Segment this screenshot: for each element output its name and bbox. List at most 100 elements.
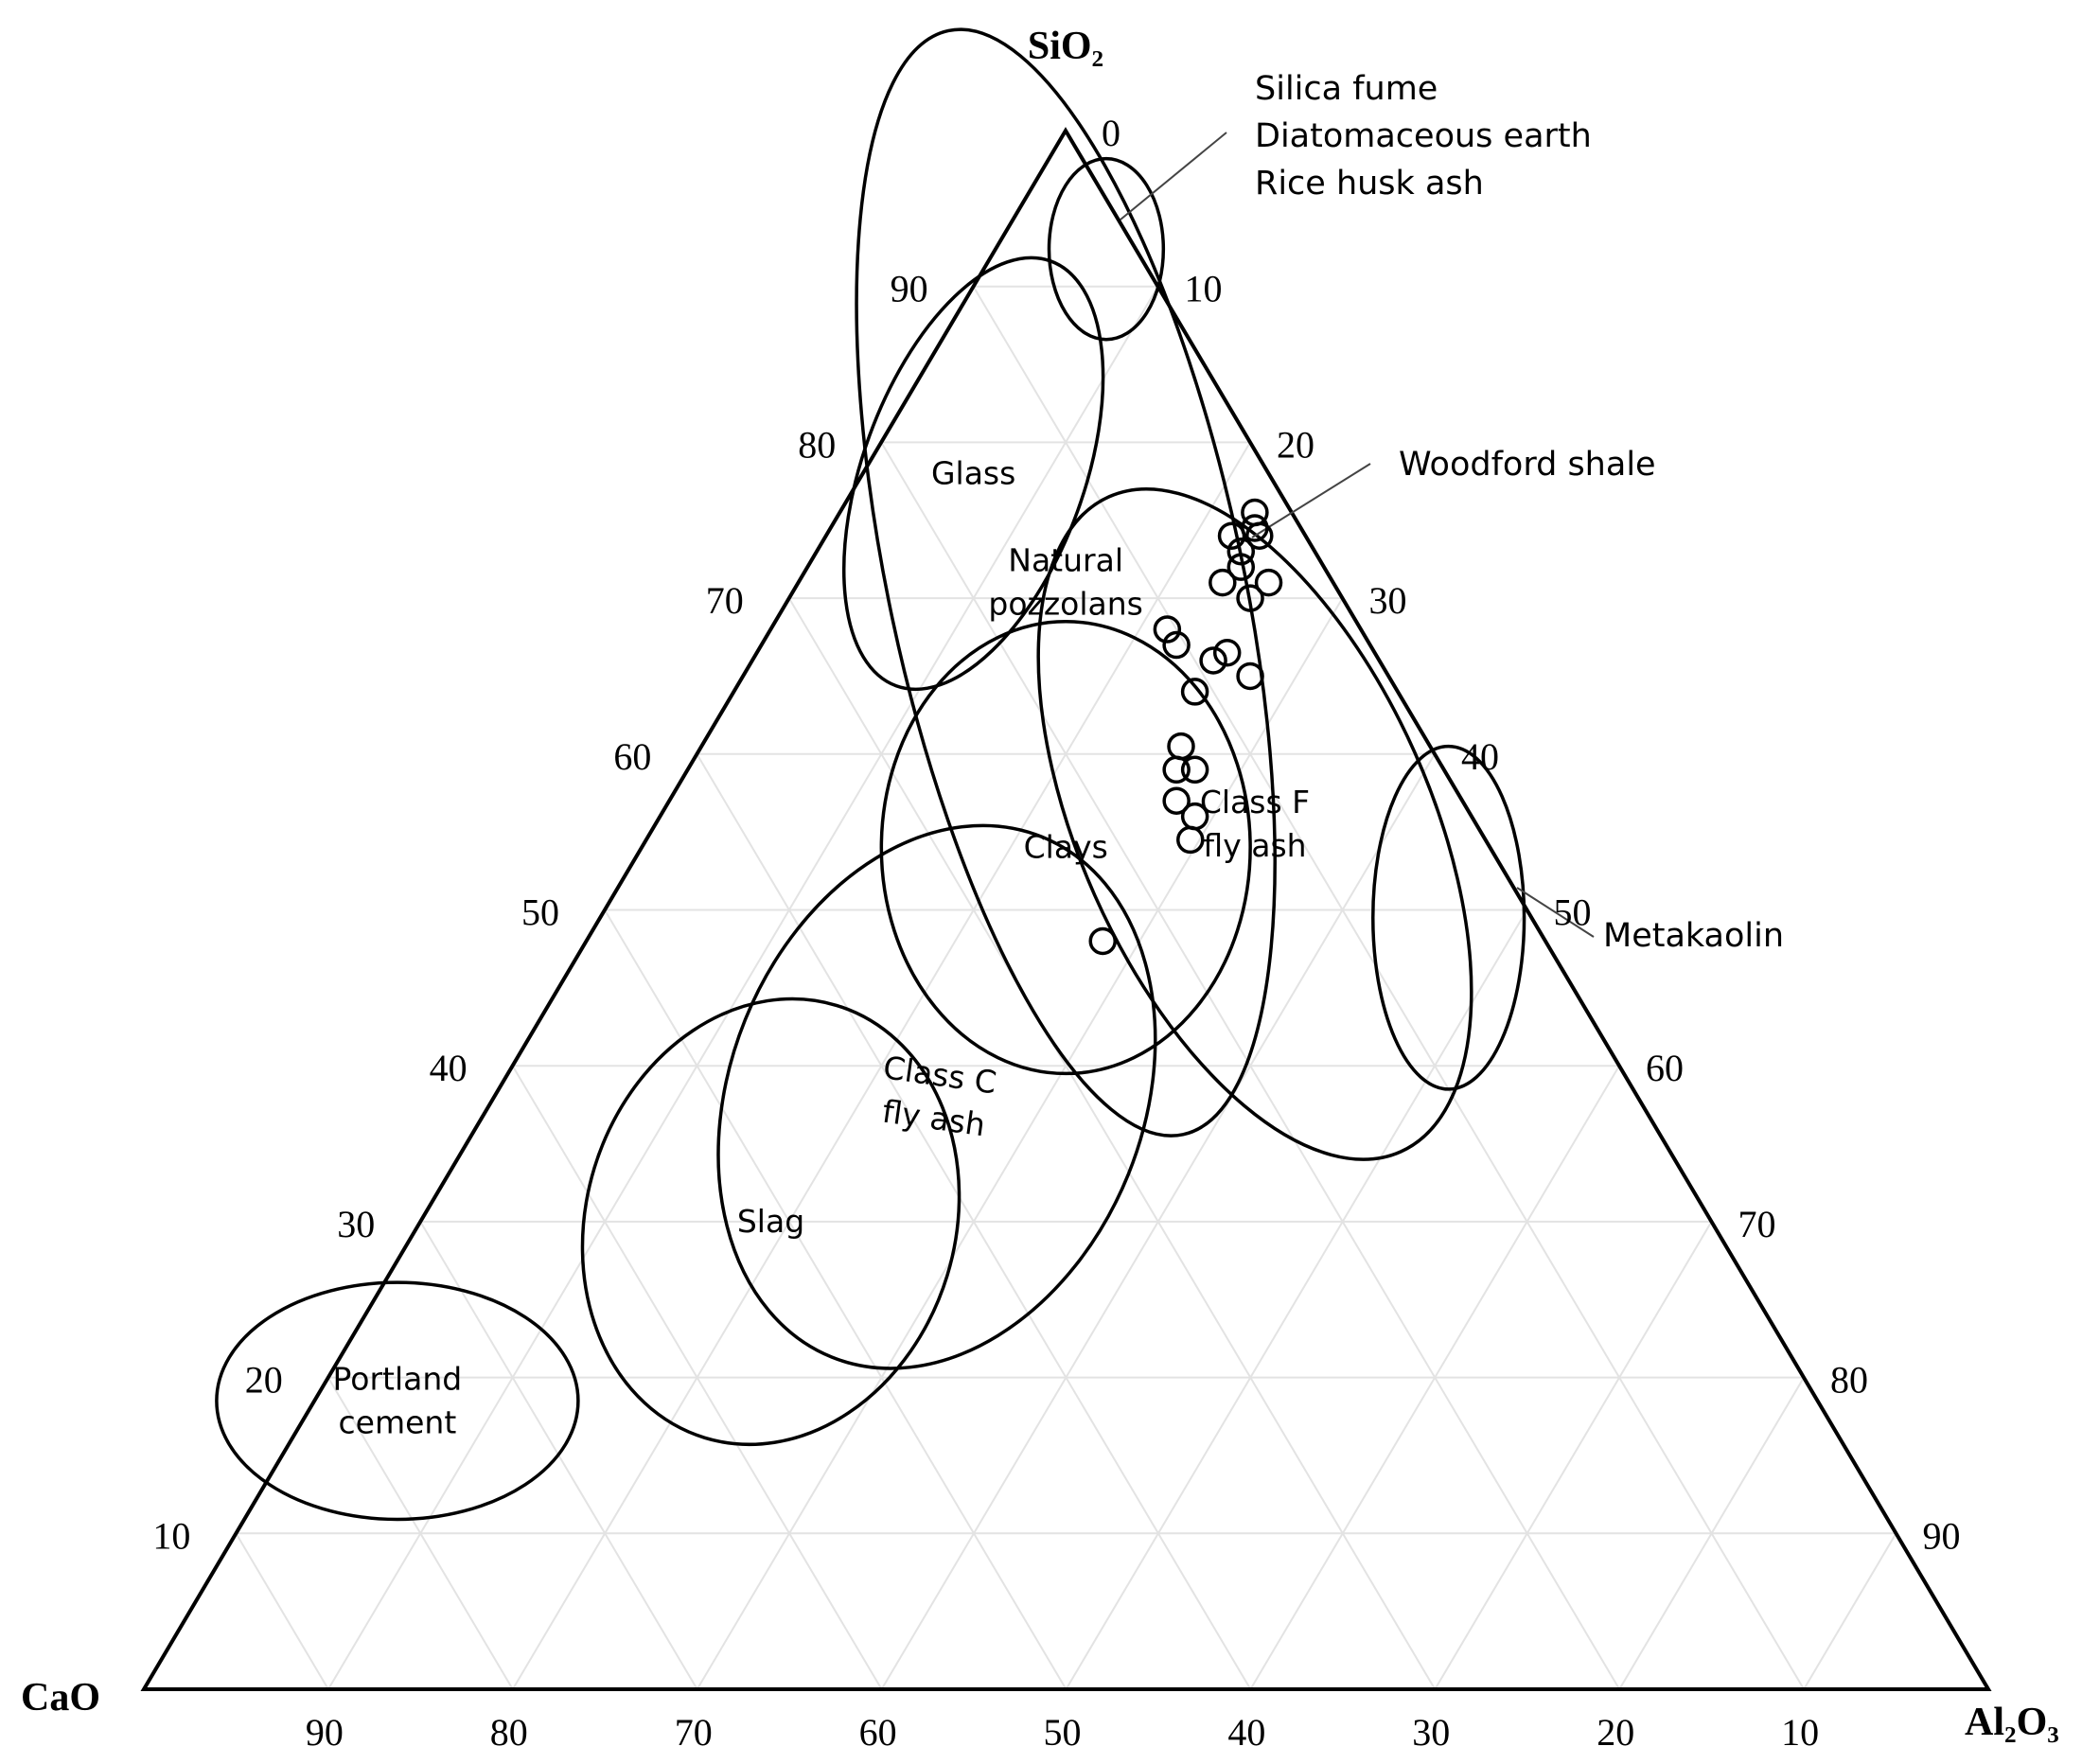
tick-label-bottom-90: 90 [306, 1711, 344, 1754]
grid-line-al2o3-10 [327, 286, 1159, 1690]
tick-label-left-50: 50 [521, 891, 559, 934]
tick-label-right-50: 50 [1554, 891, 1592, 934]
annotation-line: Woodford shale [1399, 446, 1656, 484]
tick-label-left-60: 60 [613, 735, 651, 778]
tick-label-bottom-20: 20 [1597, 1711, 1634, 1754]
tick-label-right-0: 0 [1102, 112, 1120, 154]
grid-line-al2o3-70 [1434, 1221, 1713, 1690]
data-point-6 [1209, 568, 1237, 597]
data-point-21 [1088, 926, 1117, 956]
region-label-class-f-fly-ash: Class F fly ash [1200, 784, 1310, 864]
region-class-f-fly-ash [1036, 487, 1473, 1161]
triangle-edge [140, 127, 1992, 1691]
data-point-8 [1236, 584, 1264, 612]
grid-line-al2o3-50 [1065, 908, 1528, 1690]
data-point-3 [1217, 521, 1246, 550]
silica-fume-annotation-leader [1120, 132, 1227, 220]
region-label-clays: Clays [1024, 829, 1108, 866]
tick-label-right-40: 40 [1461, 735, 1499, 778]
region-label-line: Natural [1008, 542, 1123, 579]
region-slag [580, 997, 962, 1447]
data-point-16 [1162, 755, 1191, 785]
data-point-20 [1176, 825, 1205, 855]
data-points [1088, 498, 1283, 956]
vertex-label-cao: CaO [21, 1676, 100, 1720]
grid-line-cao-50 [604, 908, 1067, 1690]
tick-label-right-70: 70 [1738, 1203, 1776, 1245]
data-point-10 [1162, 630, 1191, 660]
region-label-line: fly ash [880, 1093, 988, 1144]
data-point-12 [1199, 646, 1227, 675]
region-portland-cement [215, 1280, 580, 1522]
tick-label-right-80: 80 [1830, 1359, 1868, 1402]
region-label-line: Portland [333, 1360, 463, 1397]
region-label-glass: Glass [931, 454, 1015, 491]
grid-line-cao-10 [972, 286, 1805, 1690]
tick-label-bottom-60: 60 [859, 1711, 897, 1754]
regions [215, 27, 1526, 1522]
region-label-line: Glass [931, 454, 1015, 491]
metakaolin-annotation: Metakaolin [1603, 917, 1784, 955]
region-label-line: Clays [1024, 829, 1108, 866]
grid-line-cao-90 [235, 1532, 329, 1690]
grid-line-cao-80 [326, 1377, 514, 1690]
grid [235, 285, 1897, 1690]
region-label-line: Class F [1200, 784, 1310, 820]
grid-line-al2o3-60 [1249, 1065, 1620, 1690]
region-glass [841, 256, 1105, 692]
tick-label-bottom-80: 80 [490, 1711, 528, 1754]
tick-label-bottom-70: 70 [675, 1711, 713, 1754]
grid-line-al2o3-30 [696, 597, 1344, 1690]
data-point-5 [1226, 553, 1256, 581]
region-label-natural-pozzolans: Natural pozzolans [988, 542, 1142, 623]
tick-label-right-30: 30 [1369, 579, 1407, 622]
tick-label-left-40: 40 [430, 1047, 468, 1089]
annotation-line: Rice husk ash [1255, 165, 1484, 203]
data-point-9 [1153, 615, 1182, 644]
annotation-line: Diatomaceous earth [1255, 117, 1592, 155]
region-clays [879, 620, 1252, 1076]
region-label-slag: Slag [737, 1203, 804, 1240]
annotation-leaders [1120, 132, 1595, 938]
region-metakaolin [1371, 744, 1526, 1091]
region-label-line: fly ash [1203, 827, 1306, 864]
grid-line-al2o3-90 [1803, 1532, 1897, 1690]
vertex-label-al2o3: Al₂O₃ [1965, 1701, 2059, 1744]
vertex-label-sio2: SiO₂ [1028, 25, 1103, 68]
data-point-4 [1226, 537, 1256, 566]
region-label-line: pozzolans [988, 586, 1142, 623]
tick-label-left-70: 70 [706, 579, 744, 622]
woodford-shale-annotation: Woodford shale [1399, 446, 1656, 484]
annotation-line: Silica fume [1255, 70, 1438, 108]
region-silica-fume [1047, 156, 1166, 342]
tick-label-left-20: 20 [245, 1359, 283, 1402]
grid-line-cao-60 [511, 1065, 883, 1690]
tick-label-bottom-30: 30 [1412, 1711, 1450, 1754]
data-point-17 [1180, 755, 1209, 785]
data-point-18 [1162, 786, 1191, 815]
data-point-14 [1180, 678, 1209, 706]
woodford-shale-annotation-leader [1251, 463, 1371, 538]
region-label-line: cement [339, 1403, 457, 1440]
tick-label-left-30: 30 [337, 1203, 375, 1245]
tick-label-left-90: 90 [891, 268, 928, 310]
tick-label-bottom-50: 50 [1044, 1711, 1082, 1754]
tick-label-right-10: 10 [1185, 268, 1223, 310]
tick-label-left-10: 10 [152, 1514, 190, 1557]
tick-label-bottom-40: 40 [1227, 1711, 1265, 1754]
data-point-7 [1254, 568, 1283, 597]
region-label-line: Slag [737, 1203, 804, 1240]
tick-label-right-20: 20 [1277, 423, 1314, 466]
data-point-11 [1212, 638, 1242, 667]
annotation-line: Metakaolin [1603, 917, 1784, 955]
grid-line-al2o3-80 [1618, 1377, 1805, 1690]
grid-line-cao-30 [787, 597, 1437, 1690]
triangle-outline [140, 127, 1992, 1691]
metakaolin-annotation-leader [1516, 887, 1595, 938]
tick-label-left-80: 80 [798, 423, 836, 466]
labels: SiO₂ CaO Al₂O₃ 10 20 30 40 50 60 70 80 90 0 10 20 30 40 5… [21, 25, 2059, 1754]
tick-label-right-90: 90 [1923, 1514, 1961, 1557]
tick-label-bottom-10: 10 [1781, 1711, 1819, 1754]
